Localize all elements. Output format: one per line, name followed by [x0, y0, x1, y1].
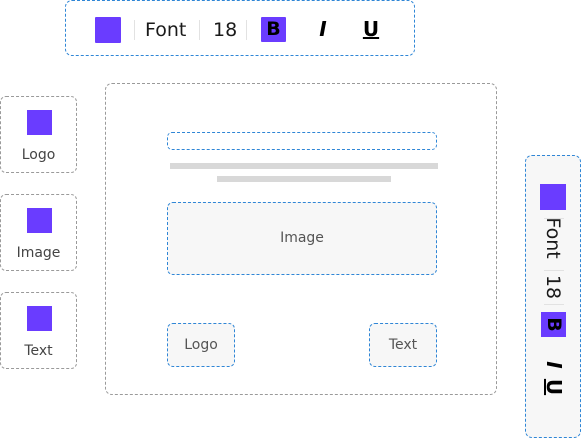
palette-item-label: Logo	[21, 147, 56, 163]
font-family-button[interactable]: Font	[542, 217, 564, 259]
logo-block-icon	[27, 110, 52, 135]
logo-slot[interactable]: Logo	[167, 323, 235, 367]
palette-item-image[interactable]: Image	[0, 194, 77, 271]
font-family-button[interactable]: Font	[145, 19, 187, 41]
text-format-toolbar-right: Font 18 B I U	[525, 155, 581, 438]
image-slot[interactable]: Image	[167, 202, 437, 275]
color-swatch-button[interactable]	[95, 17, 121, 43]
font-size-button[interactable]: 18	[213, 19, 238, 41]
text-format-toolbar-top: Font 18 B I U	[65, 0, 415, 56]
palette-item-text[interactable]: Text	[0, 292, 77, 369]
text-block-icon	[27, 306, 52, 331]
palette-item-label: Image	[16, 245, 61, 261]
toolbar-divider	[544, 270, 564, 271]
toolbar-divider	[544, 304, 564, 305]
font-size-button[interactable]: 18	[542, 274, 564, 300]
text-slot-label: Text	[388, 337, 418, 353]
image-block-icon	[27, 208, 52, 233]
bold-button-label: B	[543, 317, 565, 332]
layout-canvas[interactable]: Image Logo Text	[105, 83, 497, 395]
bold-button[interactable]: B	[541, 312, 566, 337]
logo-slot-label: Logo	[184, 337, 218, 353]
text-slot[interactable]: Text	[369, 323, 437, 367]
palette-item-logo[interactable]: Logo	[0, 96, 77, 173]
image-slot-label: Image	[280, 230, 324, 246]
toolbar-divider	[199, 20, 200, 40]
toolbar-divider	[134, 20, 135, 40]
underline-button[interactable]: U	[362, 17, 380, 41]
bold-button[interactable]: B	[261, 17, 286, 42]
italic-button[interactable]: I	[319, 17, 327, 41]
text-placeholder-line	[170, 163, 438, 169]
color-swatch-button[interactable]	[540, 184, 566, 210]
toolbar-divider	[544, 218, 564, 219]
palette-item-label: Text	[24, 343, 53, 359]
text-placeholder-line	[217, 176, 391, 182]
toolbar-divider	[246, 20, 247, 40]
underline-button[interactable]: U	[542, 378, 566, 396]
italic-button[interactable]: I	[542, 361, 566, 369]
title-text-slot[interactable]	[167, 132, 437, 150]
